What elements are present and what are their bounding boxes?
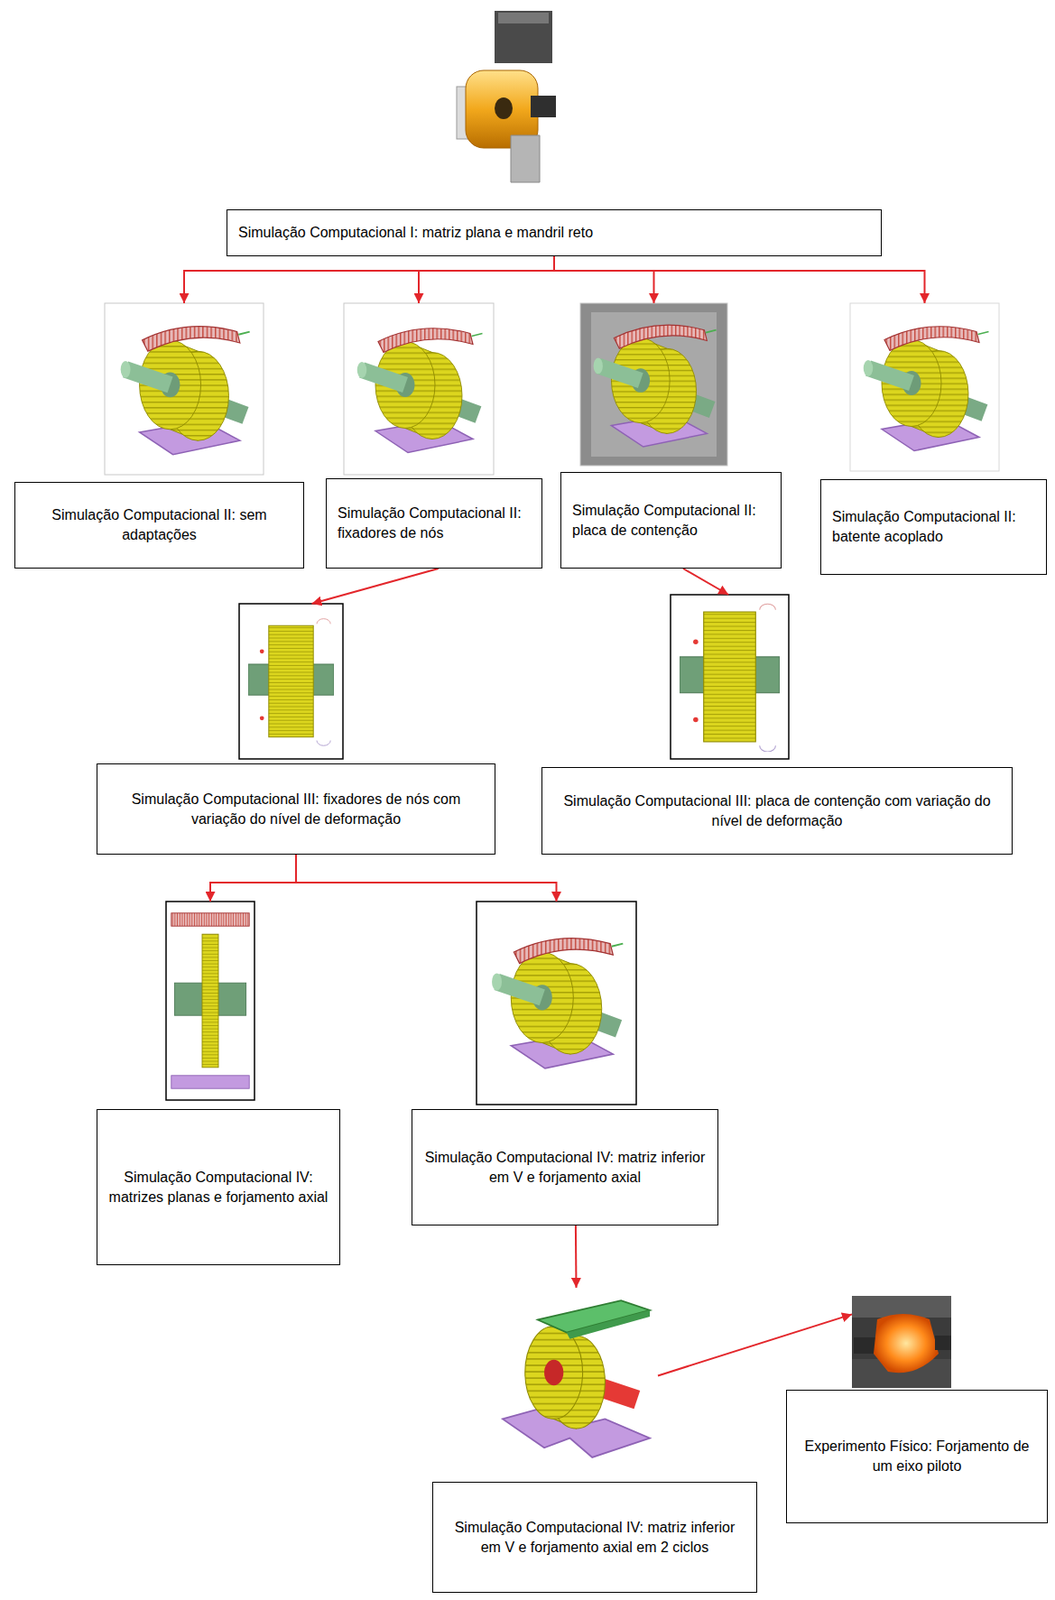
illustration-slot bbox=[104, 303, 264, 475]
shaft bbox=[530, 95, 556, 118]
process-box: Simulação Computacional IV: matriz infer… bbox=[432, 1481, 758, 1593]
thumbnail-frame bbox=[670, 594, 789, 759]
thumbnail bbox=[476, 901, 637, 1105]
process-node: Simulação Computacional II: batente acop… bbox=[820, 303, 1047, 575]
box-label: Simulação Computacional II: sem adaptaçõ… bbox=[26, 505, 293, 545]
process-node: Simulação Computacional III: placa de co… bbox=[541, 594, 1013, 855]
connector-arrow bbox=[554, 256, 926, 304]
process-node: Experimento Físico: Forjamento de um eix… bbox=[786, 1295, 1048, 1524]
press-head bbox=[494, 10, 553, 64]
connector-arrow bbox=[554, 256, 655, 304]
press-head-top bbox=[498, 12, 549, 24]
illustration-slot bbox=[850, 303, 1000, 472]
process-box: Simulação Computacional II: batente acop… bbox=[820, 479, 1047, 575]
illustration-slot bbox=[851, 1295, 952, 1389]
thumbnail-frame bbox=[476, 901, 637, 1105]
process-box: Simulação Computacional II: sem adaptaçõ… bbox=[14, 481, 305, 569]
connector-arrow bbox=[683, 568, 729, 595]
illustration-slot bbox=[476, 901, 637, 1105]
process-box: Simulação Computacional III: fixadores d… bbox=[96, 763, 496, 855]
process-node: Simulação Computacional IV: matriz infer… bbox=[432, 1287, 758, 1593]
box-label: Simulação Computacional II: placa de con… bbox=[572, 500, 770, 540]
process-node: Simulação Computacional IV: matriz infer… bbox=[411, 901, 719, 1226]
connector-arrow bbox=[657, 1314, 852, 1376]
forging-front-view bbox=[679, 603, 780, 752]
box-label: Simulação Computacional I: matriz plana … bbox=[238, 222, 870, 243]
forging-model bbox=[502, 1300, 650, 1458]
illustration-slot bbox=[580, 303, 728, 466]
box-label: Simulação Computacional III: fixadores d… bbox=[108, 789, 484, 829]
thumbnail bbox=[670, 594, 789, 759]
forging-model bbox=[120, 326, 250, 455]
connector-arrow bbox=[210, 854, 297, 902]
forging-front-view bbox=[248, 619, 334, 747]
connector-arrow bbox=[296, 854, 557, 902]
process-box: Simulação Computacional III: placa de co… bbox=[541, 767, 1013, 855]
process-node: Simulação Computacional I: matriz plana … bbox=[226, 209, 882, 257]
forging-front-view bbox=[171, 913, 250, 1089]
thumbnail-frame bbox=[580, 303, 728, 466]
process-node: Simulação Computacional II: placa de con… bbox=[560, 303, 782, 569]
thumbnail bbox=[104, 303, 264, 475]
thumbnail-ground bbox=[591, 312, 717, 457]
hot-workpiece bbox=[873, 1314, 939, 1373]
process-node: Simulação Computacional II: sem adaptaçõ… bbox=[14, 303, 305, 569]
thumbnail-frame bbox=[850, 303, 1000, 472]
box-label: Simulação Computacional II: fixadores de… bbox=[337, 503, 531, 543]
thumbnail bbox=[580, 303, 728, 466]
illustration-slot bbox=[494, 1287, 658, 1464]
bracket bbox=[510, 135, 540, 183]
forging-photo bbox=[851, 1295, 952, 1389]
thumbnail-frame bbox=[104, 303, 264, 475]
box-label: Experimento Físico: Forjamento de um eix… bbox=[797, 1436, 1037, 1476]
illustration-slot bbox=[166, 901, 255, 1101]
box-label: Simulação Computacional IV: matrizes pla… bbox=[108, 1167, 329, 1207]
thumbnail-frame bbox=[166, 901, 255, 1101]
thumbnail bbox=[166, 901, 255, 1101]
process-box: Simulação Computacional I: matriz plana … bbox=[226, 209, 882, 257]
thumbnail bbox=[850, 303, 1000, 472]
connector-arrow bbox=[574, 1225, 578, 1288]
thumbnail-frame bbox=[239, 603, 343, 759]
forging-model bbox=[593, 324, 717, 447]
thumbnail bbox=[343, 303, 494, 475]
process-box: Simulação Computacional II: placa de con… bbox=[560, 471, 782, 569]
cylinder-hole bbox=[494, 97, 513, 120]
process-node: Simulação Computacional IV: matrizes pla… bbox=[96, 901, 341, 1266]
box-label: Simulação Computacional IV: matriz infer… bbox=[444, 1517, 746, 1557]
process-box: Simulação Computacional IV: matrizes pla… bbox=[96, 1109, 341, 1266]
box-label: Simulação Computacional II: batente acop… bbox=[832, 507, 1036, 547]
photo-ground bbox=[851, 1295, 952, 1389]
shaft bbox=[934, 1335, 952, 1351]
process-box: Experimento Físico: Forjamento de um eix… bbox=[786, 1389, 1048, 1524]
thumbnail bbox=[239, 603, 343, 759]
process-node: Simulação Computacional III: fixadores d… bbox=[96, 603, 496, 855]
connector-arrow bbox=[312, 568, 439, 604]
illustration-slot bbox=[343, 303, 494, 475]
forging-model bbox=[357, 328, 483, 454]
process-node: Simulação Computacional II: fixadores de… bbox=[325, 303, 543, 569]
connector-arrow bbox=[418, 256, 555, 304]
process-box: Simulação Computacional IV: matriz infer… bbox=[411, 1109, 719, 1226]
illustration-slot bbox=[239, 603, 343, 759]
forging-model bbox=[491, 938, 623, 1069]
box-label: Simulação Computacional IV: matriz infer… bbox=[423, 1147, 707, 1187]
press-icon bbox=[456, 10, 556, 183]
connector-arrow bbox=[184, 256, 555, 304]
process-box: Simulação Computacional II: fixadores de… bbox=[325, 478, 543, 569]
forging-model bbox=[863, 326, 990, 452]
illustration-slot bbox=[670, 594, 789, 759]
thumbnail-frame bbox=[343, 303, 494, 475]
box-label: Simulação Computacional III: placa de co… bbox=[553, 791, 1001, 831]
